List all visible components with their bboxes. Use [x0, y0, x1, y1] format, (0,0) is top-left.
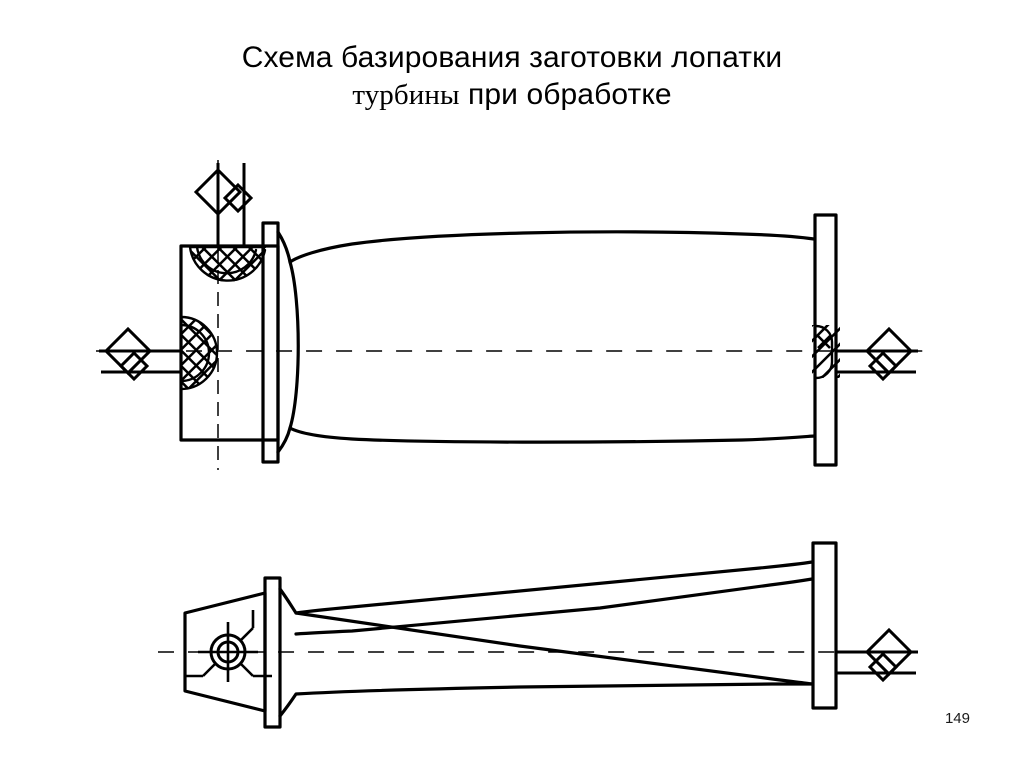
support-symbol-bottom-right — [836, 627, 918, 683]
blade-plan-lower-contour — [278, 682, 814, 718]
locating-recess-top — [188, 245, 267, 282]
left-platform — [261, 221, 280, 464]
title-word-turbine: турбины — [352, 78, 460, 111]
support-symbol-top — [193, 163, 254, 246]
center-hole-right — [812, 324, 840, 380]
bottom-view — [158, 541, 918, 729]
support-symbol-right — [836, 326, 918, 382]
locating-pin-symbol — [186, 610, 272, 682]
page-number: 149 — [944, 710, 970, 727]
blade-upper-contour — [276, 230, 816, 264]
blade-twist-line-a — [294, 611, 814, 686]
blade-lower-contour — [276, 426, 816, 454]
page-title: Схема базирования заготовки лопатки турб… — [0, 40, 1024, 113]
blade-leading-edge-curve — [288, 260, 300, 430]
blade-plan-upper-contour — [278, 560, 814, 615]
locating-recess-left — [179, 315, 219, 391]
right-platform — [813, 213, 838, 467]
right-platform-plan — [811, 541, 838, 710]
support-symbol-left — [99, 326, 181, 382]
top-view — [96, 160, 930, 470]
blade-twist-line-b — [294, 577, 814, 636]
left-platform-plan — [263, 576, 282, 729]
title-line-2: турбины при обработке — [0, 77, 1024, 114]
title-line-2-rest: при обработке — [459, 77, 672, 111]
title-line-1: Схема базирования заготовки лопатки — [241, 41, 783, 74]
